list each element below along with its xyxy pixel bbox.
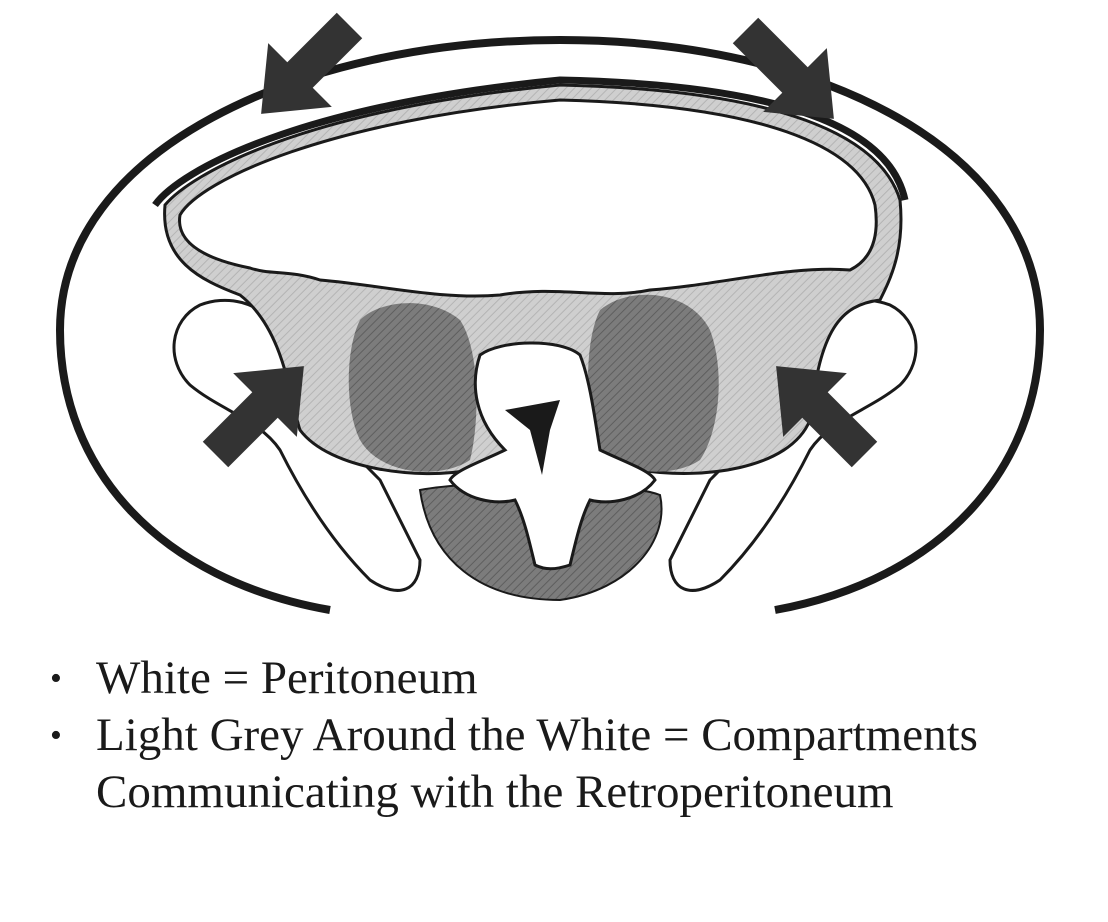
legend-item-communicating-compartments: Light Grey Around the White = Compartmen… xyxy=(50,707,1050,821)
arrow-upper-right xyxy=(732,17,834,119)
body-wall-outline xyxy=(55,35,1045,614)
peritoneal-cavity xyxy=(178,98,878,298)
vertebra xyxy=(448,341,657,571)
legend-item-peritoneum: White = Peritoneum xyxy=(50,650,1050,707)
left-psoas-muscle xyxy=(348,303,477,472)
abdominal-cross-section-diagram xyxy=(55,12,1045,614)
peritoneum-outline xyxy=(152,76,909,208)
legend: White = Peritoneum Light Grey Around the… xyxy=(50,650,1050,821)
arrow-lower-left xyxy=(202,366,304,468)
arrow-lower-right xyxy=(776,366,878,468)
right-psoas-muscle xyxy=(588,294,719,472)
spinal-canal xyxy=(505,400,560,475)
arrow-upper-left xyxy=(261,12,363,114)
